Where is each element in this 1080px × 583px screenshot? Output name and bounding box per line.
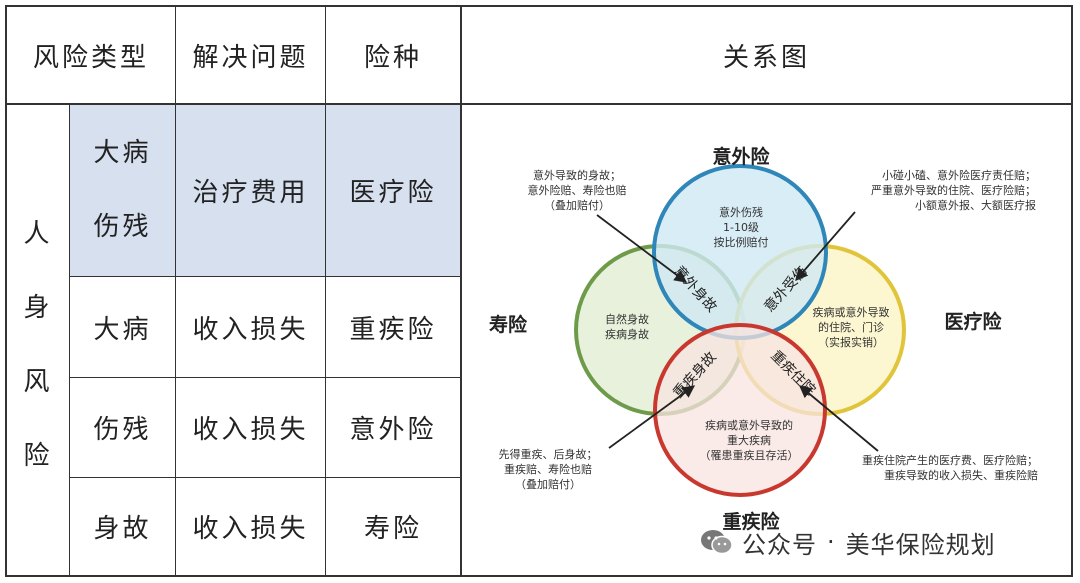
arrow-bottom-right (799, 385, 879, 452)
col-divider-2 (325, 5, 326, 577)
svg-text:重大疾病: 重大疾病 (727, 433, 771, 447)
header-problem: 解决问题 (192, 42, 309, 73)
row-3-insurance: 意外险 (349, 415, 437, 445)
svg-text:疾病身故: 疾病身故 (605, 327, 649, 341)
border-right (1071, 5, 1073, 577)
row-1-risk-line-2: 伤残 (93, 212, 152, 242)
group-label-char: 险 (23, 441, 53, 471)
row-4-risk: 身故 (93, 514, 152, 544)
title-accident: 意外险 (712, 145, 770, 168)
group-label-char: 风 (23, 367, 53, 397)
svg-text:1-10级: 1-10级 (723, 221, 759, 234)
life-center-text: 自然身故 疾病身故 (605, 312, 649, 341)
row-4-insurance: 寿险 (363, 514, 422, 544)
accident-circle (652, 164, 828, 340)
group-label-char: 身 (23, 293, 53, 323)
arrow-top-right (795, 211, 856, 281)
group-label-char: 人 (23, 219, 53, 249)
group-label-personal-risk: 人 身 风 险 (7, 195, 69, 495)
svg-text:意外导致的身故；: 意外导致的身故； (533, 168, 621, 182)
svg-text:的住院、门诊: 的住院、门诊 (818, 320, 884, 334)
svg-text:严重意外导致的住院、医疗险赔；: 严重意外导致的住院、医疗险赔； (871, 183, 1036, 197)
svg-text:（实报实销）: （实报实销） (818, 335, 884, 349)
col-divider-1 (175, 5, 176, 577)
svg-text:重疾赔、寿险也赔: 重疾赔、寿险也赔 (504, 462, 592, 476)
row-1-insurance: 医疗险 (349, 177, 437, 208)
note-top-right: 小碰小磕、意外险医疗责任赔； 严重意外导致的住院、医疗险赔； 小额意外报、大额医… (871, 168, 1036, 212)
row-divider-3 (70, 477, 461, 478)
svg-text:按比例赔付: 按比例赔付 (714, 235, 769, 249)
svg-text:（叠加赔付）: （叠加赔付） (515, 477, 581, 491)
svg-text:意外伤残: 意外伤残 (719, 205, 763, 219)
svg-text:先得重疾、后身故；: 先得重疾、后身故； (499, 447, 598, 461)
row-divider-1 (70, 276, 461, 277)
note-bottom-left: 先得重疾、后身故； 重疾赔、寿险也赔 （叠加赔付） (499, 447, 598, 491)
row-3-problem: 收入损失 (192, 415, 309, 445)
arrow-bottom-left (608, 385, 696, 449)
row-1-risk-line-1: 大病 (93, 138, 152, 168)
watermark-text-right: 美华保险规划 (845, 530, 996, 559)
col-divider-3 (460, 5, 462, 577)
accident-center-text: 意外伤残 1-10级 按比例赔付 (714, 205, 769, 249)
header-diagram: 关系图 (722, 42, 810, 73)
row-1-problem: 治疗费用 (192, 177, 309, 208)
critical-center-text: 疾病或意外导致的 重大疾病 （罹患重疾且存活） (700, 418, 799, 462)
svg-text:（叠加赔付）: （叠加赔付） (544, 198, 610, 212)
svg-text:重疾住院产生的医疗费、医疗险赔；: 重疾住院产生的医疗费、医疗险赔； (862, 453, 1038, 467)
svg-text:疾病或意外导致的: 疾病或意外导致的 (705, 418, 793, 432)
wechat-icon (701, 530, 733, 555)
border-bottom (5, 575, 1073, 577)
header-risk-type: 风险类型 (32, 42, 149, 73)
title-medical: 医疗险 (944, 310, 1002, 333)
row-divider-2 (70, 377, 461, 378)
highlight-row (70, 104, 461, 276)
svg-text:小额意外报、大额医疗报: 小额意外报、大额医疗报 (915, 198, 1036, 212)
row-2-risk: 大病 (93, 314, 152, 345)
title-life: 寿险 (489, 313, 528, 336)
title-critical: 重疾险 (722, 510, 780, 533)
arrow-top-left (596, 214, 688, 283)
watermark-dot: · (827, 528, 836, 556)
watermark: 公众号 · 美华保险规划 (700, 522, 996, 562)
note-bottom-right: 重疾住院产生的医疗费、医疗险赔； 重疾导致的收入损失、重疾险赔 (862, 453, 1038, 482)
row-2-insurance: 重疾险 (349, 314, 437, 345)
watermark-text-left: 公众号 (742, 530, 817, 559)
header-divider (5, 103, 1073, 105)
venn-diagram: 意外险 寿险 医疗险 重疾险 意外伤残 1-10级 按比例赔付 自然身故 疾病身… (489, 145, 1038, 533)
col-divider-group (69, 104, 70, 576)
row-3-risk: 伤残 (93, 415, 152, 445)
svg-text:意外险赔、寿险也赔: 意外险赔、寿险也赔 (528, 183, 627, 197)
critical-circle (653, 323, 827, 497)
svg-text:小碰小磕、意外险医疗责任赔；: 小碰小磕、意外险医疗责任赔； (882, 168, 1036, 182)
medical-center-text: 疾病或意外导致 的住院、门诊 （实报实销） (813, 305, 890, 349)
svg-text:自然身故: 自然身故 (605, 312, 649, 326)
svg-text:疾病或意外导致: 疾病或意外导致 (813, 305, 890, 319)
note-top-left: 意外导致的身故； 意外险赔、寿险也赔 （叠加赔付） (528, 168, 627, 212)
border-left (5, 5, 7, 577)
row-1-risk: 大病 伤残 (70, 104, 175, 276)
svg-text:（罹患重疾且存活）: （罹患重疾且存活） (700, 448, 799, 462)
row-2-problem: 收入损失 (192, 314, 309, 345)
border-top (5, 5, 1073, 7)
svg-text:重疾导致的收入损失、重疾险赔: 重疾导致的收入损失、重疾险赔 (884, 468, 1038, 482)
header-insurance: 险种 (363, 42, 422, 73)
row-4-problem: 收入损失 (192, 514, 309, 544)
